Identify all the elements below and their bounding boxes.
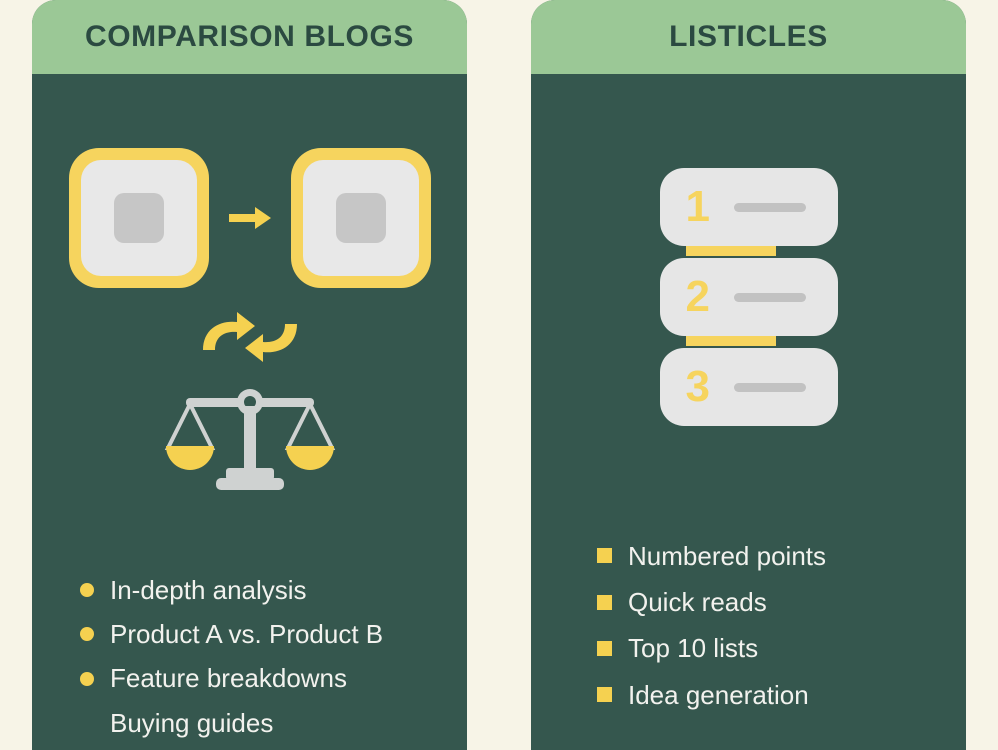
stack-card-1: 1: [659, 168, 838, 246]
bullet-label: Buying guides: [110, 707, 274, 738]
list-item: Numbered points: [597, 539, 946, 573]
list-item: In-depth analysis: [80, 573, 447, 607]
list-item: Product A vs. Product B: [80, 617, 447, 651]
list-item: Feature breakdowns: [80, 661, 447, 695]
bullet-square-icon: [597, 641, 612, 657]
bullet-label: Idea generation: [628, 679, 809, 710]
panel-header-listicles: LISTICLES: [531, 0, 966, 74]
stack-card-3: 3: [659, 348, 838, 426]
card-a-icon: [68, 148, 209, 288]
bullet-label: Feature breakdowns: [110, 663, 348, 694]
bullet-list-comparison-blogs: In-depth analysis Product A vs. Product …: [80, 573, 447, 750]
list-item: Buying guides: [80, 706, 447, 740]
listicle-illustration: 1 2 3: [531, 168, 966, 426]
bullet-square-icon: [597, 548, 612, 564]
stack-card-2: 2: [659, 258, 838, 336]
bullet-label: In-depth analysis: [110, 574, 307, 605]
numbered-list-icon: 1 2 3: [659, 168, 838, 426]
bullet-label: Quick reads: [628, 587, 767, 618]
swap-arrows-icon: [202, 312, 297, 362]
stack-number: 3: [685, 362, 710, 411]
panel-title-listicles: LISTICLES: [669, 20, 828, 53]
panel-title-comparison-blogs: COMPARISON BLOGS: [84, 20, 415, 53]
panel-header-comparison-blogs: COMPARISON BLOGS: [32, 0, 467, 74]
bullet-spacer: [80, 716, 94, 730]
card-b-inner: [302, 160, 419, 276]
comparison-illustration: [32, 148, 467, 492]
bullet-dot-icon: [80, 582, 94, 597]
stack-number: 2: [685, 272, 710, 321]
list-item: Top 10 lists: [597, 631, 946, 665]
bullet-label: Numbered points: [628, 540, 826, 571]
panel-listicles: LISTICLES 1 2 3: [531, 0, 966, 750]
bullet-square-icon: [597, 594, 612, 610]
card-a-glyph-icon: [113, 193, 164, 243]
balance-scale-icon: [164, 389, 335, 490]
bullet-list-listicles: Numbered points Quick reads Top 10 lists…: [597, 539, 946, 724]
bullet-label: Product A vs. Product B: [110, 619, 384, 650]
card-b-icon: [290, 148, 431, 288]
card-a-inner: [80, 160, 197, 276]
panel-body-listicles: 1 2 3 Numbered points: [531, 74, 966, 750]
arrow-right-icon: [228, 207, 271, 229]
stack-dash-icon: [733, 382, 806, 392]
bullet-square-icon: [597, 687, 612, 703]
stack-dash-icon: [733, 202, 806, 212]
compare-card-row: [68, 148, 431, 288]
stack-dash-icon: [733, 292, 806, 302]
stack-number: 1: [685, 182, 710, 231]
list-item: Idea generation: [597, 678, 946, 712]
panel-comparison-blogs: COMPARISON BLOGS: [32, 0, 467, 750]
list-item: Quick reads: [597, 585, 946, 619]
bullet-label: Top 10 lists: [628, 633, 759, 664]
bullet-dot-icon: [80, 627, 94, 642]
panel-body-comparison-blogs: In-depth analysis Product A vs. Product …: [32, 74, 467, 750]
bullet-dot-icon: [80, 671, 94, 686]
card-b-glyph-icon: [335, 193, 386, 243]
